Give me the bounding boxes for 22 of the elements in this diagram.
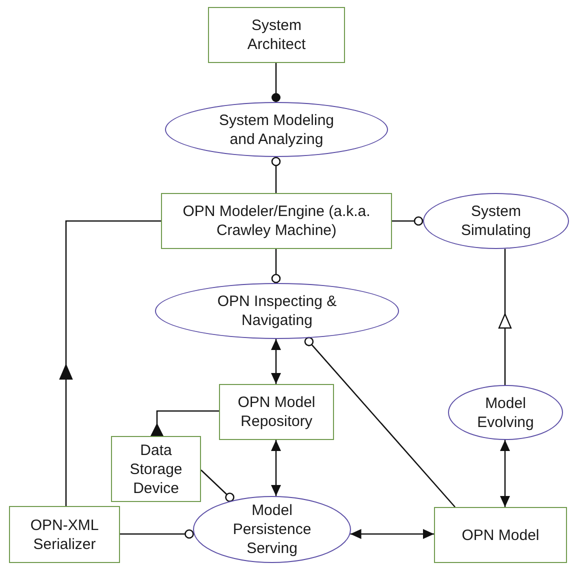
process-ellipse [193, 496, 351, 563]
process-ellipse [165, 102, 388, 157]
node-label: System Simulating [460, 202, 532, 240]
node-label: Model Persistence Serving [232, 501, 312, 558]
object-box [9, 506, 120, 563]
process-ellipse [448, 385, 563, 440]
node-label: OPN Model [460, 526, 540, 544]
node-label: OPN Inspecting & Navigating [216, 292, 338, 330]
node-label: OPN Modeler/Engine (a.k.a. Crawley Machine) [182, 202, 372, 240]
node-label: Data Storage Device [128, 440, 184, 498]
node-label: System Modeling and Analyzing [218, 110, 336, 148]
node-label: OPN-XML Serializer [29, 516, 100, 554]
process-ellipse [423, 193, 569, 249]
object-box [161, 193, 392, 249]
node-label: System Architect [246, 16, 307, 54]
node-label: OPN Model Repository [236, 393, 316, 431]
object-box [208, 7, 345, 63]
process-ellipse [155, 283, 399, 339]
object-box [111, 436, 201, 502]
object-box [219, 384, 334, 440]
object-box [434, 507, 567, 563]
node-label: Model Evolving [476, 394, 535, 432]
